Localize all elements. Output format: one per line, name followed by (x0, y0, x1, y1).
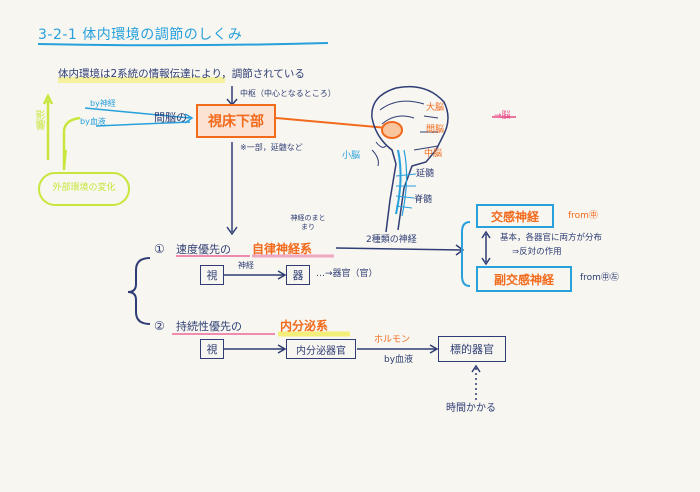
nerve-note-line2: ⇒反対の作用 (512, 247, 562, 257)
sympathetic-label: 交感神経 (490, 209, 539, 224)
intro-text: 体内環境は2系統の情報伝達により，調節されている (58, 68, 305, 80)
sympathetic-box: 交感神経 (476, 204, 554, 228)
hypothalamus-prefix: 間脳の (154, 111, 187, 124)
spinal-cord-label: 脊髄 (414, 195, 433, 205)
cerebellum-label: 小脳 (342, 151, 361, 161)
gland-label: 内分泌器官 (296, 345, 346, 357)
gland-box: 内分泌器官 (286, 339, 356, 359)
parasympathetic-from: from㊥㊧ (580, 273, 619, 283)
section2-source: 視 (206, 343, 218, 356)
affect-label: 影響 (33, 110, 44, 130)
parasympathetic-box: 副交感神経 (476, 266, 572, 292)
section1-small-note: 神経のまとまり (290, 214, 326, 232)
time-note: 時間かかる (446, 403, 496, 414)
cerebrum-label: 大脳 (426, 103, 445, 113)
section1-target-box: 器 (286, 265, 310, 285)
section1-system: 自律神経系 (252, 242, 313, 256)
medulla-label: 延髄 (416, 169, 435, 179)
target-organ-box: 標的器官 (438, 336, 506, 362)
to-brain-label: →脳 (494, 111, 511, 121)
section2-source-box: 視 (200, 339, 224, 359)
section1-source-box: 視 (200, 265, 224, 285)
by-nerve-label: by神経 (90, 99, 116, 108)
section1-source: 視 (206, 269, 218, 282)
parasympathetic-label: 副交感神経 (493, 272, 554, 287)
external-change-text: 外部環境の変化 (52, 183, 116, 194)
section1-nerve: 神経 (238, 261, 254, 270)
head-sketch (371, 85, 449, 233)
section1-number: ① (154, 242, 165, 256)
external-change-bubble: 外部環境の変化 (38, 172, 130, 206)
hypothalamus-box: 視床下部 (196, 104, 276, 138)
section1-result: …→器官（官） (316, 269, 378, 279)
midbrain-label: 中脳 (424, 149, 443, 159)
hypothalamus-name: 視床下部 (208, 114, 264, 130)
by-blood-label: by血液 (80, 117, 106, 126)
target-organ-label: 標的器官 (450, 343, 494, 356)
section2-lead: 持続性優先の (176, 320, 242, 333)
section2-number: ② (154, 319, 165, 333)
section1-arrow-label: 2種類の神経 (366, 235, 417, 245)
page-title: 3-2-1 体内環境の調節のしくみ (38, 27, 243, 43)
section2-by-blood: by血液 (384, 355, 414, 365)
sympathetic-from: from㊥ (568, 211, 598, 221)
section1-lead: 速度優先の (176, 243, 231, 256)
hormone-label: ホルモン (374, 335, 411, 345)
center-label: 中枢（中心となるところ） (240, 89, 336, 98)
diencephalon-label: 間脳 (426, 125, 445, 135)
nerve-note-line1: 基本，各器官に両方が分布 (500, 233, 603, 243)
section2-system: 内分泌系 (280, 319, 329, 333)
hypothalamus-note: ※一部，延髄など (240, 143, 303, 152)
section1-target: 器 (292, 269, 304, 282)
